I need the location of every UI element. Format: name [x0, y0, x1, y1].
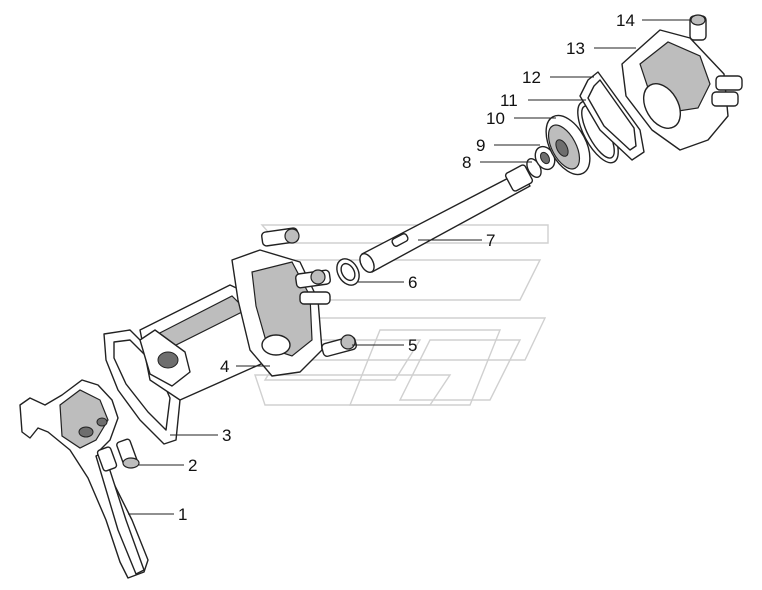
callout-2: 2	[188, 456, 197, 475]
callout-8: 8	[462, 153, 471, 172]
callout-1: 1	[178, 505, 187, 524]
callout-12: 12	[522, 68, 541, 87]
shift-rod-part	[359, 164, 534, 273]
callout-3: 3	[222, 426, 231, 445]
housing-bolt-part	[321, 334, 358, 357]
snap-ring-part	[336, 258, 360, 286]
shift-fork-part	[19, 379, 149, 579]
callout-13: 13	[566, 39, 585, 58]
callout-5: 5	[408, 336, 417, 355]
callout-7: 7	[486, 231, 495, 250]
callout-11: 11	[500, 91, 518, 110]
cylinder-housing-part	[139, 227, 331, 401]
end-cover-part	[621, 29, 743, 151]
callout-9: 9	[476, 136, 485, 155]
cover-bolt-part	[689, 14, 707, 41]
piston-part	[545, 114, 591, 176]
callout-4: 4	[220, 357, 229, 376]
callout-14: 14	[616, 11, 635, 30]
callout-6: 6	[408, 273, 417, 292]
nut-part	[534, 145, 556, 171]
callout-10: 10	[486, 109, 505, 128]
fork-bolts-part	[96, 438, 140, 472]
cover-gasket-part	[579, 71, 645, 161]
